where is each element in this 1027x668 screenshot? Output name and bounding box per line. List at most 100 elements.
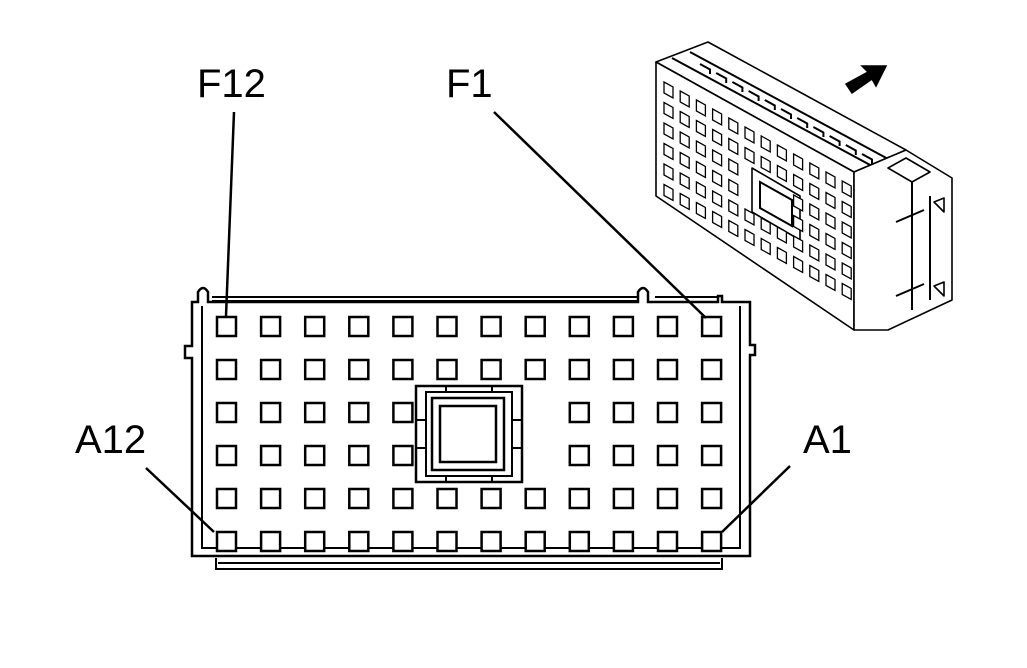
pin-labels: F12 F1 A12 A1 (75, 62, 852, 462)
inset-cavity (825, 232, 836, 251)
cavity (215, 401, 238, 424)
cavity (656, 487, 679, 510)
label-f1: F1 (446, 62, 493, 106)
center-terminal-block (414, 384, 524, 484)
inset-cavity (776, 143, 788, 163)
cavity (392, 358, 414, 381)
inset-cavity (792, 214, 804, 233)
cavity (436, 315, 458, 338)
cavity (303, 487, 326, 510)
inset-cavity (695, 160, 707, 179)
cavity (656, 315, 679, 338)
cavity (348, 487, 370, 510)
inset-cavity (679, 130, 690, 150)
cavity (215, 487, 238, 510)
inset-cavity (711, 128, 723, 147)
inset-cavity (728, 116, 739, 136)
inset-cavity (711, 148, 723, 168)
inset-cavity (809, 161, 820, 181)
leader-lines (145, 111, 791, 533)
inset-top-slot (699, 63, 711, 74)
cavity (480, 358, 502, 381)
cavity (480, 315, 502, 338)
inset-top-slot (796, 117, 809, 128)
cavity (612, 444, 635, 467)
inset-cavity (776, 225, 788, 245)
inset-top-slot (764, 99, 776, 110)
cavity (656, 444, 679, 467)
cavity (392, 530, 414, 553)
cavity (656, 530, 679, 553)
inset-cavity (663, 183, 674, 202)
cavity (215, 444, 238, 467)
cavity (568, 358, 591, 381)
inset-cavity (695, 201, 707, 220)
inset-cavity (711, 210, 723, 229)
cavity (436, 487, 458, 510)
inset-cavity (663, 142, 674, 161)
cavity (436, 530, 458, 553)
inset-cavity (744, 125, 755, 145)
label-f12: F12 (197, 62, 266, 106)
cavity (700, 358, 723, 381)
cavity (612, 401, 635, 424)
cavity (259, 315, 282, 338)
inset-cavity (809, 182, 820, 201)
cavity (348, 401, 370, 424)
cavity (612, 315, 635, 338)
inset-cavity (792, 255, 804, 274)
cavity (215, 530, 238, 553)
inset-cavity (776, 164, 788, 183)
inset-cavity (728, 178, 739, 197)
cavity (259, 530, 282, 553)
inset-cavity (809, 264, 820, 283)
inset-cavity (679, 192, 690, 211)
cavity (656, 358, 679, 381)
inset-cavity (695, 180, 707, 200)
inset-cavity (841, 200, 852, 219)
cavity (524, 530, 546, 553)
label-a12: A12 (75, 418, 146, 462)
inset-cavity (728, 157, 739, 177)
connector-isometric-inset (655, 41, 953, 331)
cavity (348, 530, 370, 553)
inset-cavity (792, 173, 804, 192)
inset-cavity (695, 119, 707, 138)
inset-cavity (663, 121, 674, 141)
inset-cavity (679, 110, 690, 129)
cavity (568, 487, 591, 510)
inset-top-slot (812, 126, 825, 137)
cavity (524, 487, 546, 510)
cavity (303, 444, 326, 467)
cavity (568, 401, 591, 424)
inset-cavity (760, 237, 771, 256)
inset-cavity (792, 193, 804, 213)
cavity (480, 487, 502, 510)
cavity (480, 530, 502, 553)
cavity (568, 444, 591, 467)
cavity (524, 358, 546, 381)
cavity (259, 444, 282, 467)
inset-cavity (711, 189, 723, 209)
inset-cavity (760, 216, 771, 236)
cavity (215, 358, 238, 381)
cavity (392, 444, 414, 467)
cavity (568, 530, 591, 553)
inset-cavity (663, 162, 674, 182)
inset-cavity (792, 152, 804, 172)
cavity (303, 401, 326, 424)
inset-cavity (711, 169, 723, 188)
cavity (700, 444, 723, 467)
label-a1: A1 (803, 418, 852, 462)
cavity (700, 530, 723, 553)
inset-cavity (841, 282, 852, 301)
inset-cavity (663, 80, 674, 100)
inset-cavity (728, 198, 739, 218)
cavity (392, 487, 414, 510)
inset-cavity (825, 252, 836, 272)
cavity (612, 487, 635, 510)
cavity (259, 487, 282, 510)
inset-cavity (809, 243, 820, 263)
inset-cavity (679, 89, 690, 109)
